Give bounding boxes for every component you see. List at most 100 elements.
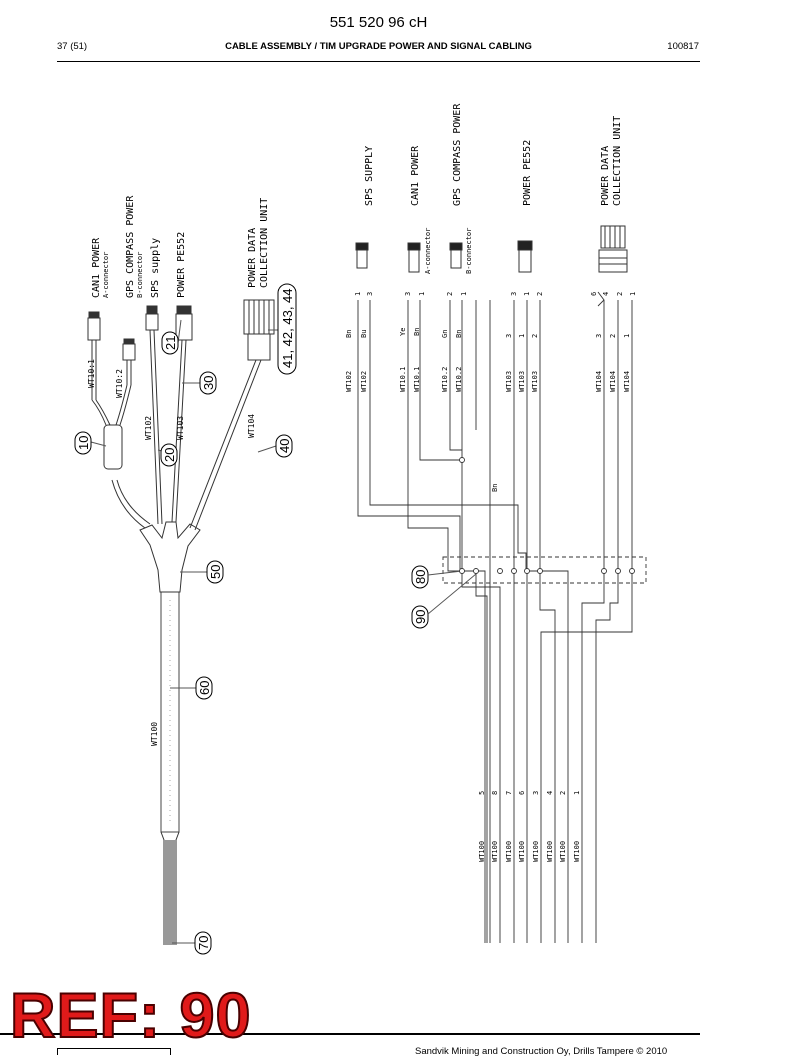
pdcu-wire-num-1: 1 <box>623 334 631 338</box>
label-pdcu-line2: COLLECTION UNIT <box>259 198 270 288</box>
pdcu-connector-icon <box>598 225 628 273</box>
wt100-id: WT100 <box>505 841 513 862</box>
schematic-connectors <box>355 225 628 273</box>
label-pdcu-right-line1: POWER DATA <box>600 146 611 206</box>
header-divider <box>57 61 700 62</box>
sps-pin-3: 3 <box>366 292 374 296</box>
wt100-id: WT100 <box>532 841 540 862</box>
gps-connector-icon <box>449 242 463 269</box>
wt100-num: 6 <box>518 791 526 795</box>
pe552-connector-icon <box>517 240 533 273</box>
wt100-num: 2 <box>559 791 567 795</box>
svg-text:60: 60 <box>197 681 212 695</box>
gps-color-bn: Bn <box>455 330 463 338</box>
pe552-pin-3: 3 <box>510 292 518 296</box>
label-a-connector-right: A-connector <box>424 228 432 274</box>
schematic-labels: SPS SUPPLY CAN1 POWER GPS COMPASS POWER … <box>364 103 623 274</box>
wt100-num: 5 <box>478 791 486 795</box>
callouts: 10 21 20 30 40 41, 42, 43, 44 50 60 <box>74 283 429 955</box>
can1-color-bn: Bn <box>413 328 421 336</box>
sps-color-bn: Bn <box>345 330 353 338</box>
label-can1-power-right: CAN1 POWER <box>410 145 421 206</box>
can1-wire-id-2: WT10.1 <box>413 367 421 392</box>
label-b-connector-right: B-connector <box>465 228 473 274</box>
label-wt10-2: WT10:2 <box>115 369 124 398</box>
ref-stamp: REF: 90 <box>9 980 252 1052</box>
callout-50: 50 <box>206 560 224 584</box>
callout-40: 40 <box>275 434 293 458</box>
label-gps-compass-power: GPS COMPASS POWER <box>125 195 136 298</box>
callout-21: 21 <box>161 331 179 355</box>
callout-90: 90 <box>411 605 429 629</box>
svg-text:80: 80 <box>413 570 428 584</box>
document-number: 551 520 96 cH <box>329 14 428 31</box>
sps-connector-icon <box>355 242 369 269</box>
pe552-wire-id-1: WT103 <box>505 371 513 392</box>
label-sps-supply-right: SPS SUPPLY <box>364 146 375 206</box>
callout-60: 60 <box>195 676 213 700</box>
sps-wire-id-1: WT102 <box>345 371 353 392</box>
svg-text:50: 50 <box>208 565 223 579</box>
can1-connector-icon <box>407 242 421 273</box>
callout-70: 70 <box>194 931 212 955</box>
label-pdcu-right-line2: COLLECTION UNIT <box>612 116 623 206</box>
sps-wire-id-2: WT102 <box>360 371 368 392</box>
wt100-num: 8 <box>491 791 499 795</box>
gps-wire-id-2: WT10.2 <box>455 367 463 392</box>
callout-10: 10 <box>74 431 92 455</box>
svg-text:90: 90 <box>413 610 428 624</box>
label-wt103: WT103 <box>176 416 185 440</box>
callout-20: 20 <box>160 443 178 467</box>
svg-text:70: 70 <box>196 936 211 950</box>
pe552-pin-1: 1 <box>523 292 531 296</box>
gps-wire-id-1: WT10.2 <box>441 367 449 392</box>
company-logo <box>57 1048 171 1055</box>
wt100-id: WT100 <box>478 841 486 862</box>
can1-pin-3: 3 <box>404 292 412 296</box>
can1-wire-id-1: WT10.1 <box>399 367 407 392</box>
label-wt102: WT102 <box>144 416 153 440</box>
can1-pin-1: 1 <box>418 292 426 296</box>
wt100-id: WT100 <box>491 841 499 862</box>
label-pdcu-line1: POWER DATA <box>247 228 258 288</box>
document-code: 100817 <box>667 41 699 52</box>
svg-text:40: 40 <box>277 439 292 453</box>
can1-color-ye: Ye <box>399 328 407 336</box>
page-number: 37 (51) <box>57 41 88 52</box>
label-wt104: WT104 <box>247 414 256 438</box>
wt100-id: WT100 <box>546 841 554 862</box>
wt100-num: 3 <box>532 791 540 795</box>
left-connector-labels: CAN1 POWER A-connector GPS COMPASS POWER… <box>87 195 270 746</box>
pdcu-pin-6: 6 <box>590 292 598 296</box>
pe552-wire-num-1: 1 <box>518 334 526 338</box>
pdcu-wire-num-2: 2 <box>609 334 617 338</box>
footer-copyright: Sandvik Mining and Construction Oy, Dril… <box>415 1046 668 1057</box>
callout-80: 80 <box>411 565 429 589</box>
pdcu-wire-id-3: WT104 <box>623 371 631 392</box>
pe552-wire-num-3: 3 <box>505 334 513 338</box>
pe552-wire-num-2: 2 <box>531 334 539 338</box>
pdcu-pin-4: 4 <box>602 292 610 296</box>
label-a-connector: A-connector <box>102 252 110 298</box>
label-power-pe552: POWER PE552 <box>176 232 187 298</box>
pdcu-wire-id-1: WT104 <box>595 371 603 392</box>
pin-annotations: 1 3 Bn Bu WT102 WT102 3 1 Ye Bn WT10.1 W… <box>345 292 637 492</box>
label-power-pe552-right: POWER PE552 <box>522 140 533 206</box>
bottom-wire-labels: 5 8 7 6 3 4 2 1 WT100 WT100 WT100 WT100 … <box>478 791 581 862</box>
svg-text:41, 42, 43, 44: 41, 42, 43, 44 <box>280 288 295 368</box>
pe552-wire-id-3: WT103 <box>531 371 539 392</box>
cable-assembly <box>87 299 281 945</box>
label-wt10-1: WT10:1 <box>87 359 96 388</box>
pe552-wire-id-2: WT103 <box>518 371 526 392</box>
svg-text:30: 30 <box>201 376 216 390</box>
pdcu-wire-num-3: 3 <box>595 334 603 338</box>
gps-pin-1: 1 <box>460 292 468 296</box>
pdcu-wire-id-2: WT104 <box>609 371 617 392</box>
gps-pin-2: 2 <box>446 292 454 296</box>
label-b-connector: B-connector <box>136 252 144 298</box>
svg-text:20: 20 <box>162 448 177 462</box>
svg-text:10: 10 <box>76 436 91 450</box>
sps-color-bu: Bu <box>360 330 368 338</box>
gps-color-gn: Gn <box>441 330 449 338</box>
svg-text:21: 21 <box>163 336 178 350</box>
